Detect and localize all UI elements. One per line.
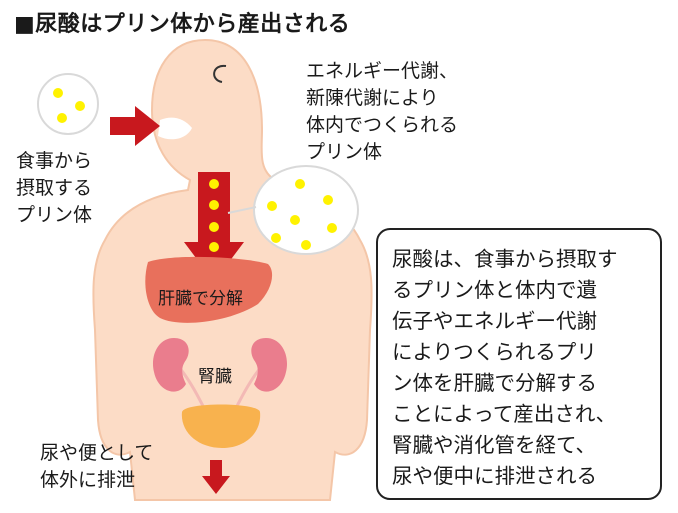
excretion-label: 尿や便として 体外に排泄 bbox=[40, 440, 153, 494]
label-line: 食事から bbox=[16, 150, 93, 172]
label-line: 新陳代謝により bbox=[306, 87, 439, 109]
label-line: プリン体 bbox=[16, 204, 93, 226]
purine-dot bbox=[327, 223, 337, 233]
purine-dot bbox=[295, 179, 305, 189]
intake-arrow bbox=[110, 106, 160, 146]
purine-dot bbox=[267, 201, 277, 211]
purine-dot bbox=[53, 88, 63, 98]
kidney-label: 腎臓 bbox=[198, 367, 232, 387]
endogenous-purine-label: エネルギー代謝、 新陳代謝により 体内でつくられる プリン体 bbox=[306, 58, 458, 166]
summary-line: るプリン体と体内で遺 bbox=[392, 278, 597, 302]
summary-line: ン体を肝臓で分解する bbox=[392, 371, 597, 395]
purine-dot bbox=[57, 113, 67, 123]
label-line: 体外に排泄 bbox=[40, 469, 136, 491]
purine-dot bbox=[271, 233, 281, 243]
label-line: 摂取する bbox=[16, 177, 93, 199]
dietary-purine-bubble bbox=[37, 73, 99, 135]
summary-line: ことによって産出され、 bbox=[392, 402, 617, 426]
summary-line: 尿酸は、食事から摂取す bbox=[392, 247, 618, 271]
summary-line: によりつくられるプリ bbox=[392, 340, 597, 364]
left-kidney bbox=[152, 338, 189, 392]
summary-line: 伝子やエネルギー代謝 bbox=[392, 309, 597, 333]
summary-line: 尿や便中に排泄される bbox=[392, 464, 597, 488]
purine-dot bbox=[209, 222, 219, 232]
purine-dot bbox=[209, 200, 219, 210]
summary-box: 尿酸は、食事から摂取す るプリン体と体内で遺 伝子やエネルギー代謝 によりつくら… bbox=[376, 228, 662, 500]
purine-dot bbox=[290, 215, 300, 225]
label-line: 体内でつくられる bbox=[306, 114, 459, 136]
purine-dot bbox=[301, 240, 311, 250]
bladder bbox=[181, 404, 261, 448]
liver bbox=[145, 256, 273, 323]
page-title: ■尿酸はプリン体から産出される bbox=[14, 12, 351, 37]
purine-dot bbox=[75, 101, 85, 111]
right-kidney bbox=[251, 338, 288, 392]
label-line: プリン体 bbox=[306, 141, 383, 163]
excretion-arrow bbox=[202, 460, 230, 494]
dietary-purine-label: 食事から 摂取する プリン体 bbox=[16, 148, 92, 229]
label-line: 尿や便として bbox=[40, 442, 154, 464]
purine-dot bbox=[209, 242, 219, 252]
liver-label: 肝臓で分解 bbox=[158, 289, 243, 309]
summary-line: 腎臓や消化管を経て、 bbox=[392, 433, 596, 457]
purine-dot bbox=[209, 179, 219, 189]
purine-dot bbox=[323, 195, 333, 205]
label-line: エネルギー代謝、 bbox=[306, 60, 459, 82]
